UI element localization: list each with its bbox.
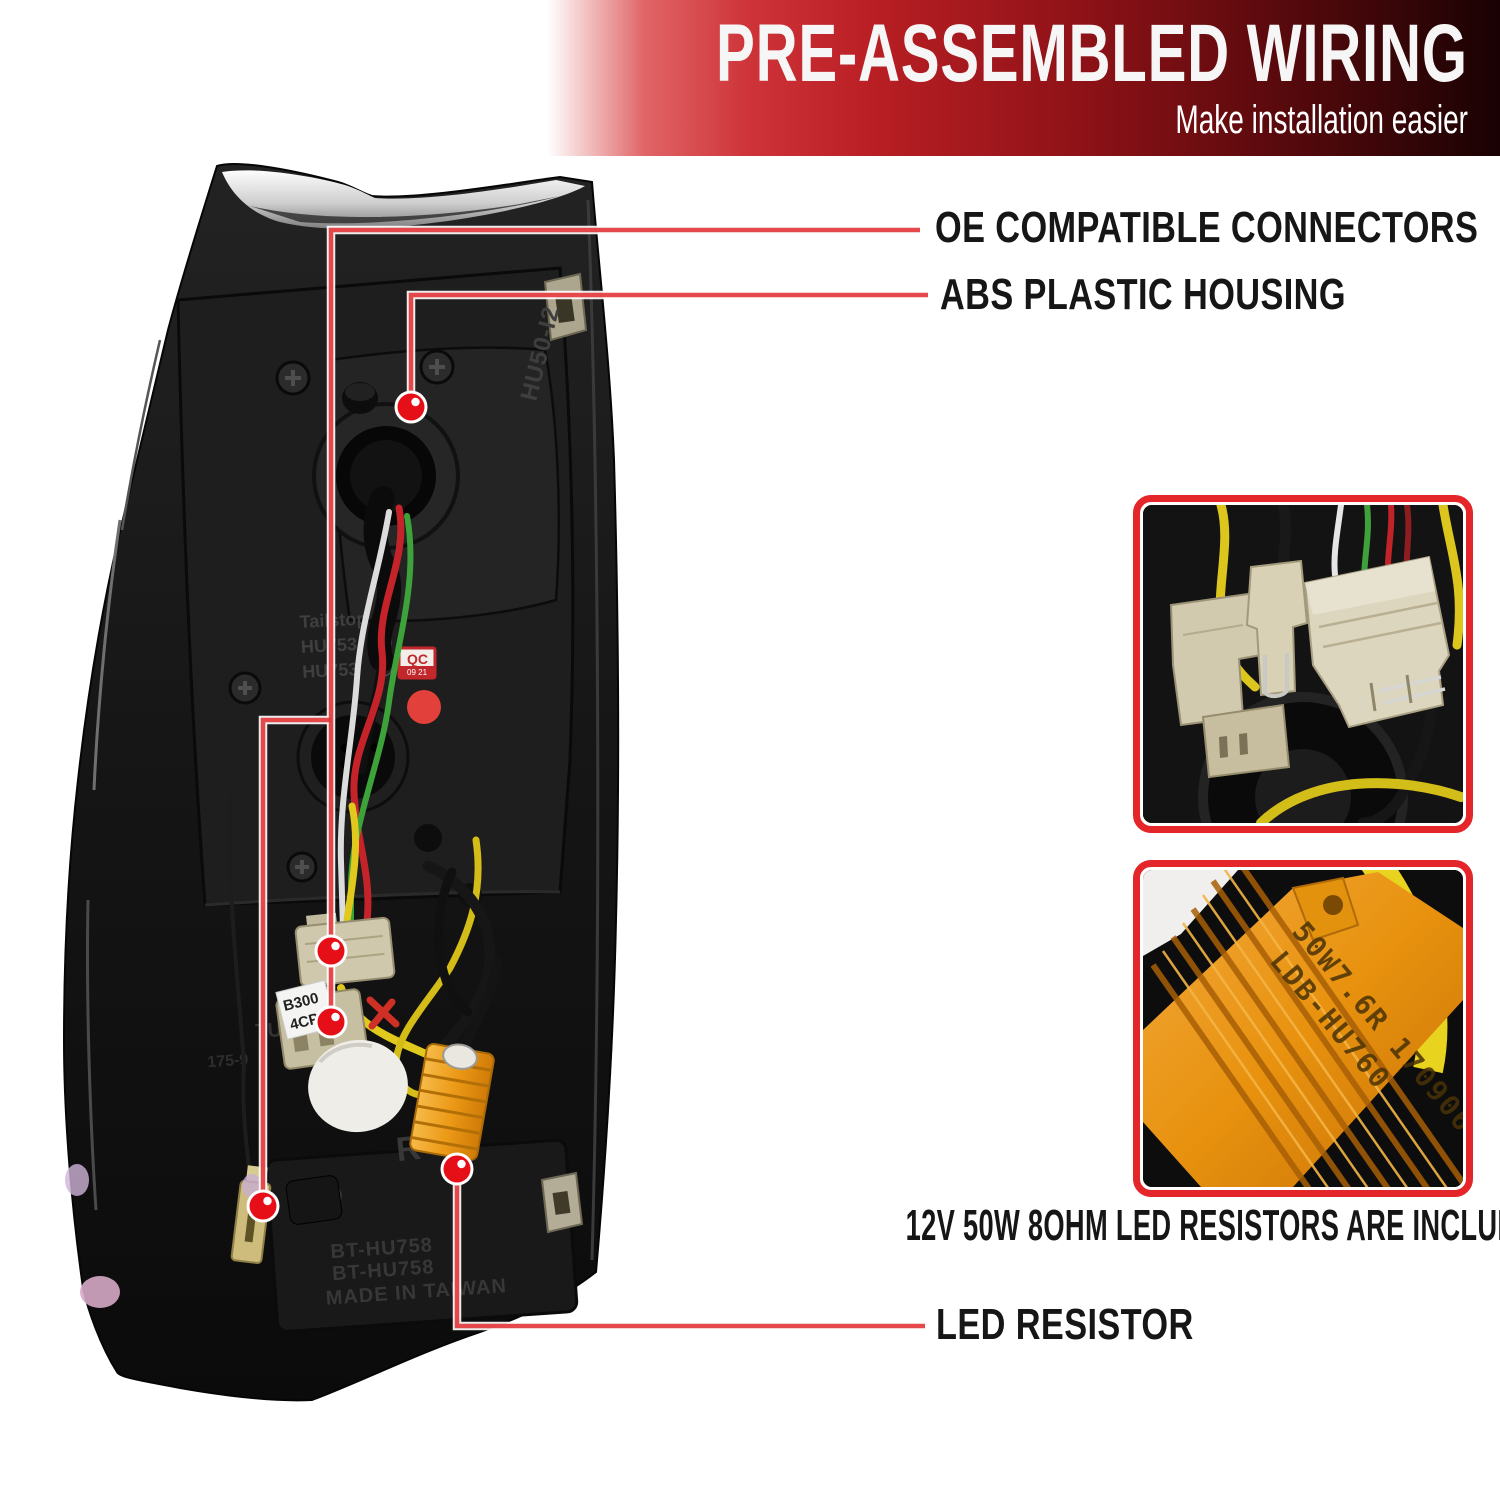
page-title: PRE-ASSEMBLED WIRING: [716, 8, 1468, 99]
callout-leader-lines: [246, 225, 928, 1331]
wire-black-loop-1: [422, 860, 496, 1068]
leader-led-resistor: [454, 1170, 925, 1329]
white-bulb-cover: [308, 1039, 408, 1133]
header-band: PRE-ASSEMBLED WIRING Make installation e…: [0, 0, 1500, 156]
svg-text:09 21: 09 21: [407, 668, 428, 677]
screws: [228, 349, 455, 883]
qc-sticker: QC 09 21: [397, 646, 437, 680]
connectors-closeup: [1143, 505, 1463, 823]
led-resistor-module: [409, 956, 503, 1161]
wire-black-loop-2: [434, 867, 473, 1017]
inset-resistor-photo: 50W7.6R 170906 LDB-HU760: [1133, 860, 1473, 1197]
callout-abs-housing: ABS PLASTIC HOUSING: [940, 270, 1346, 319]
callout-dot: [440, 1152, 474, 1186]
wire-thin-black: [227, 790, 253, 1190]
red-twist-tie: [366, 996, 400, 1030]
oe-connector-left: [1169, 591, 1291, 779]
callout-dot: [314, 1005, 348, 1039]
svg-text:4CP: 4CP: [288, 1010, 320, 1034]
oe-connector-middle: [1245, 559, 1309, 698]
callout-led-resistor: LED RESISTOR: [936, 1300, 1194, 1349]
wire-red: [350, 504, 405, 946]
resistor-note: 12V 50W 8OHM LED RESISTORS ARE INCLUDED …: [905, 1201, 1500, 1250]
leader-abs-housing: [408, 292, 928, 407]
callout-dot: [394, 390, 428, 424]
inset-connectors-photo: [1133, 495, 1473, 833]
callout-oe-connectors: OE COMPATIBLE CONNECTORS: [935, 203, 1479, 252]
wire-yellow-1: [342, 802, 360, 934]
red-rubber-cap: [407, 690, 441, 724]
chrome-trim: [222, 170, 585, 229]
resistor-body: [1143, 872, 1463, 1187]
oe-connector-right: [1303, 555, 1451, 729]
molded-markings: HU50-I2 Tailstop P HU753 HU753 TURN 175-…: [207, 303, 565, 1309]
turn-code-marking: 175-9: [207, 1051, 249, 1071]
mounting-clips: [540, 272, 588, 1234]
svg-text:QC: QC: [407, 651, 428, 667]
leader-oe-branch: [260, 717, 331, 1206]
callout-dot: [314, 934, 348, 968]
resistor-closeup: 50W7.6R 170906 LDB-HU760: [1143, 870, 1463, 1187]
wire-white: [337, 509, 392, 931]
black-clip: [285, 1175, 343, 1225]
callout-dot: [246, 1189, 280, 1223]
leader-oe-connectors: [328, 227, 920, 1022]
page-subtitle: Make installation easier: [1175, 98, 1468, 142]
